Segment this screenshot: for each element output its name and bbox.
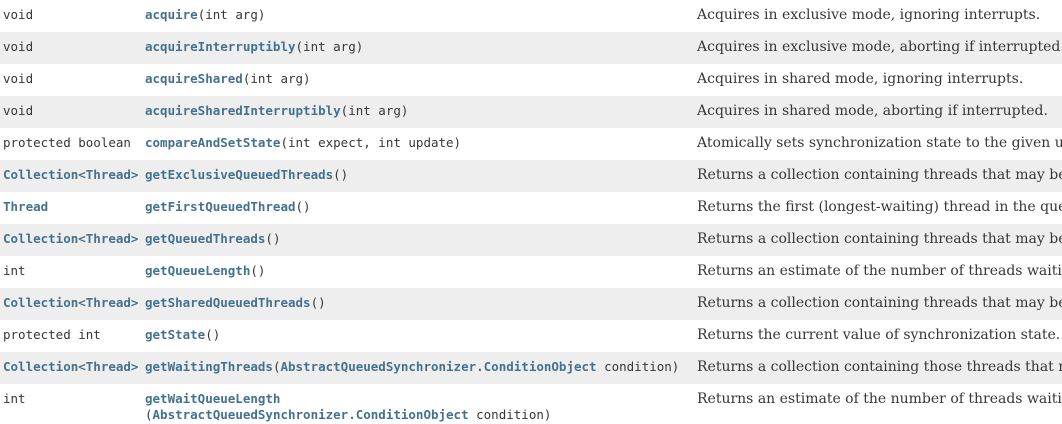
method-signature-cell: getState() bbox=[142, 320, 694, 352]
method-args: () bbox=[333, 167, 349, 182]
method-signature-cell: getFirstQueuedThread() bbox=[142, 192, 694, 224]
return-type: int bbox=[3, 391, 26, 406]
table-row: Collection<Thread> getExclusiveQueuedThr… bbox=[0, 160, 1062, 192]
method-signature-cell: getExclusiveQueuedThreads() bbox=[142, 160, 694, 192]
method-args: (int arg) bbox=[295, 39, 364, 54]
method-signature-cell: getWaitQueueLength(AbstractQueuedSynchro… bbox=[142, 384, 694, 423]
method-link[interactable]: getWaitingThreads bbox=[145, 359, 273, 374]
method-description: Returns a collection containing threads … bbox=[697, 167, 1062, 183]
table-row: int getQueueLength() Returns an estimate… bbox=[0, 256, 1062, 288]
method-description: Acquires in exclusive mode, ignoring int… bbox=[697, 7, 1041, 23]
method-description: Atomically sets synchronization state to… bbox=[697, 135, 1062, 151]
method-args: (int arg) bbox=[242, 71, 311, 86]
method-args: ( bbox=[272, 359, 281, 374]
table-row: void acquireSharedInterruptibly(int arg)… bbox=[0, 96, 1062, 128]
method-signature-cell: compareAndSetState(int expect, int updat… bbox=[142, 128, 694, 160]
method-link[interactable]: compareAndSetState bbox=[145, 135, 281, 150]
return-type-link[interactable]: Thread bbox=[3, 199, 49, 214]
return-type-cell: Collection<Thread> bbox=[0, 288, 142, 320]
method-signature-cell: acquireInterruptibly(int arg) bbox=[142, 32, 694, 64]
method-signature-cell: acquire(int arg) bbox=[142, 0, 694, 32]
method-args: (int expect, int update) bbox=[280, 135, 462, 150]
table-row: void acquireShared(int arg) Acquires in … bbox=[0, 64, 1062, 96]
method-description: Returns a collection containing threads … bbox=[697, 231, 1062, 247]
method-link[interactable]: acquireSharedInterruptibly bbox=[145, 103, 341, 118]
return-type-cell: void bbox=[0, 96, 142, 128]
table-row: Collection<Thread> getWaitingThreads(Abs… bbox=[0, 352, 1062, 384]
method-args: () bbox=[310, 295, 326, 310]
method-link[interactable]: getExclusiveQueuedThreads bbox=[145, 167, 334, 182]
table-row: protected boolean compareAndSetState(int… bbox=[0, 128, 1062, 160]
method-args: () bbox=[205, 327, 221, 342]
table-row: Collection<Thread> getQueuedThreads() Re… bbox=[0, 224, 1062, 256]
return-type-cell: void bbox=[0, 32, 142, 64]
method-description: Returns the first (longest-waiting) thre… bbox=[697, 199, 1062, 215]
method-args-tail: condition) bbox=[596, 359, 680, 374]
return-type-link[interactable]: Collection<Thread> bbox=[3, 167, 139, 182]
method-signature-cell: getQueuedThreads() bbox=[142, 224, 694, 256]
method-link[interactable]: acquireShared bbox=[145, 71, 243, 86]
return-type-cell: protected boolean bbox=[0, 128, 142, 160]
return-type-cell: void bbox=[0, 64, 142, 96]
method-signature-cell: acquireSharedInterruptibly(int arg) bbox=[142, 96, 694, 128]
method-signature-cell: getWaitingThreads(AbstractQueuedSynchron… bbox=[142, 352, 694, 384]
table-row: protected int getState() Returns the cur… bbox=[0, 320, 1062, 352]
method-link[interactable]: acquireInterruptibly bbox=[145, 39, 296, 54]
method-signature-cell: getSharedQueuedThreads() bbox=[142, 288, 694, 320]
method-description: Returns an estimate of the number of thr… bbox=[697, 263, 1062, 279]
method-args: () bbox=[265, 231, 281, 246]
table-row: Thread getFirstQueuedThread() Returns th… bbox=[0, 192, 1062, 224]
return-type-cell: int bbox=[0, 384, 142, 423]
method-args: (int arg) bbox=[340, 103, 409, 118]
method-description: Returns the current value of synchroniza… bbox=[697, 327, 1061, 343]
return-type: protected boolean bbox=[3, 135, 131, 150]
method-signature-cell: acquireShared(int arg) bbox=[142, 64, 694, 96]
return-type: int bbox=[3, 263, 26, 278]
return-type-cell: int bbox=[0, 256, 142, 288]
method-args: ( bbox=[145, 407, 153, 422]
return-type-cell: Thread bbox=[0, 192, 142, 224]
return-type: protected int bbox=[3, 327, 101, 342]
return-type: void bbox=[3, 7, 34, 22]
method-link[interactable]: getFirstQueuedThread bbox=[145, 199, 296, 214]
method-args: () bbox=[295, 199, 311, 214]
method-link[interactable]: getWaitQueueLength bbox=[145, 391, 281, 406]
return-type-cell: Collection<Thread> bbox=[0, 160, 142, 192]
method-link[interactable]: getSharedQueuedThreads bbox=[145, 295, 311, 310]
return-type-cell: void bbox=[0, 0, 142, 32]
method-args-tail: condition) bbox=[468, 407, 552, 422]
method-description: Acquires in shared mode, aborting if int… bbox=[697, 103, 1048, 119]
method-description: Acquires in exclusive mode, aborting if … bbox=[697, 39, 1062, 55]
param-type-link[interactable]: AbstractQueuedSynchronizer.ConditionObje… bbox=[152, 407, 469, 422]
return-type-cell: protected int bbox=[0, 320, 142, 352]
method-description: Acquires in shared mode, ignoring interr… bbox=[697, 71, 1024, 87]
return-type: void bbox=[3, 103, 34, 118]
method-link[interactable]: getState bbox=[145, 327, 206, 342]
return-type-link[interactable]: Collection<Thread> bbox=[3, 359, 139, 374]
method-link[interactable]: acquire bbox=[145, 7, 198, 22]
table-row: void acquireInterruptibly(int arg) Acqui… bbox=[0, 32, 1062, 64]
method-link[interactable]: getQueueLength bbox=[145, 263, 251, 278]
table-row: void acquire(int arg) Acquires in exclus… bbox=[0, 0, 1062, 32]
return-type-cell: Collection<Thread> bbox=[0, 224, 142, 256]
method-description: Returns a collection containing threads … bbox=[697, 295, 1062, 311]
table-row: int getWaitQueueLength(AbstractQueuedSyn… bbox=[0, 384, 1062, 423]
table-row: Collection<Thread> getSharedQueuedThread… bbox=[0, 288, 1062, 320]
method-args: (int arg) bbox=[197, 7, 266, 22]
return-type: void bbox=[3, 71, 34, 86]
method-signature-cell: getQueueLength() bbox=[142, 256, 694, 288]
method-description: Returns a collection containing those th… bbox=[697, 359, 1062, 375]
return-type: void bbox=[3, 39, 34, 54]
param-type-link[interactable]: AbstractQueuedSynchronizer.ConditionObje… bbox=[280, 359, 597, 374]
return-type-link[interactable]: Collection<Thread> bbox=[3, 231, 139, 246]
method-args: () bbox=[250, 263, 266, 278]
method-description: Returns an estimate of the number of thr… bbox=[697, 391, 1062, 407]
return-type-link[interactable]: Collection<Thread> bbox=[3, 295, 139, 310]
return-type-cell: Collection<Thread> bbox=[0, 352, 142, 384]
method-link[interactable]: getQueuedThreads bbox=[145, 231, 266, 246]
